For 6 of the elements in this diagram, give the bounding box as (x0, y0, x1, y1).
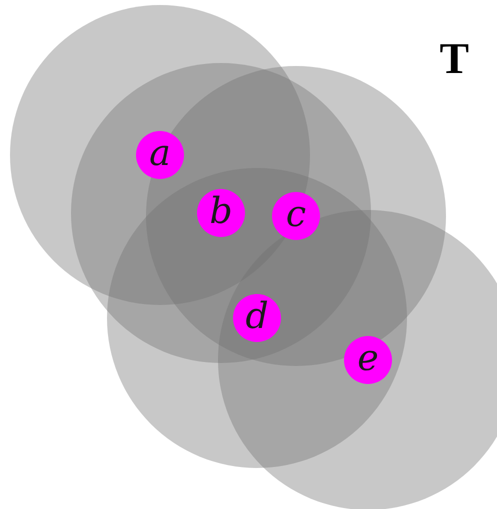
vertex-circle: e (344, 336, 392, 384)
vertex-circle: c (272, 192, 320, 240)
title-text: T (440, 34, 469, 84)
vertex-circle: a (136, 131, 184, 179)
vertex-circle: d (233, 294, 281, 342)
vertex-circle: b (197, 189, 245, 237)
